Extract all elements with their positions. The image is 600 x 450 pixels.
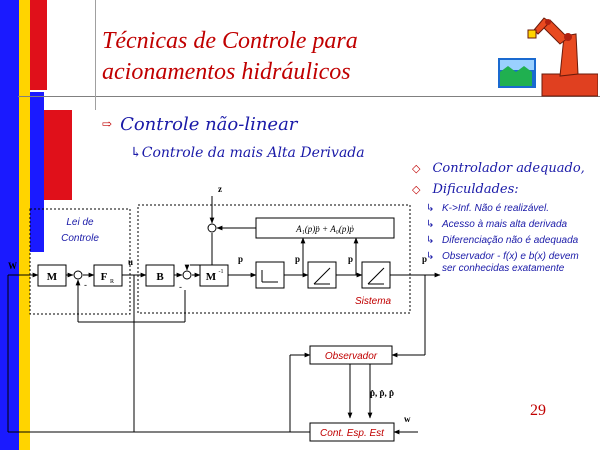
cont-esp-est-label: Cont. Esp. Est	[320, 428, 385, 439]
list-subitem: ↳Observador - f(x) e b(x) devem ser conh…	[426, 251, 579, 274]
block-cont-esp-est	[309, 422, 395, 442]
decor-vertical-line	[95, 0, 96, 110]
block-fr-sub: R	[110, 279, 114, 285]
decor-red-block-2	[44, 110, 72, 200]
hook-arrow-icon: ↳	[426, 219, 435, 230]
decor-blue-bar	[0, 0, 19, 450]
list-subitem: ↳Acesso à mais alta derivada	[426, 219, 568, 230]
decor-yellow-bar	[19, 0, 30, 450]
block-observador	[309, 345, 393, 365]
block-fr-label: F	[101, 271, 108, 283]
diagram-lines	[7, 196, 441, 442]
right-bullet-list: ◇Controlador adequado, ◇Dificuldades: ↳K…	[412, 160, 598, 275]
page-number: 29	[530, 402, 546, 419]
robot-illustration	[498, 17, 598, 97]
controle-label: Controle	[61, 233, 99, 244]
signal-p-out: p	[422, 254, 427, 264]
decor-red-block	[30, 0, 47, 90]
signal-u-label: u	[128, 257, 133, 267]
hook-arrow-icon: ↳	[426, 235, 435, 246]
signal-p-dot: p	[348, 254, 353, 264]
slide-title-line2: acionamentos hidráulicos	[102, 59, 351, 85]
signal-p-dddot: p	[238, 254, 243, 264]
block-minv-sup: -1	[219, 269, 224, 275]
feedback-term-label: A₁(p)p̈ + A₀(p)ṗ	[295, 224, 354, 234]
block-minv-label: M	[206, 271, 217, 283]
decor-title-line	[18, 96, 600, 97]
bullet-main-text: Controle não-linear	[120, 114, 298, 135]
block-m	[37, 264, 67, 287]
hook-arrow-icon: ↳	[426, 203, 435, 214]
diamond-bullet-icon: ◇	[412, 183, 421, 196]
sistema-label: Sistema	[355, 296, 392, 307]
bullet-main: ⇨ Controle não-linear	[102, 114, 297, 135]
list-subitem: ↳Diferenciação não é adequada	[426, 235, 579, 246]
signal-p-ddot: p	[295, 254, 300, 264]
list-item: ◇Dificuldades:	[412, 182, 519, 197]
slide-title-line1: Técnicas de Controle para	[102, 28, 358, 54]
block-feedback-term	[255, 217, 395, 239]
estimates-label: p̂, p̂, p̂	[370, 388, 394, 398]
signal-z-label: z	[218, 184, 222, 194]
arrow-bullet-icon: ⇨	[102, 117, 113, 131]
lei-de-label: Lei de	[66, 217, 94, 228]
minus-sign-1: -	[84, 280, 87, 290]
block-b-label: B	[156, 271, 164, 283]
sum-junction-2	[182, 270, 192, 280]
list-item: ◇Controlador adequado,	[412, 161, 585, 176]
bullet-sub: ↳Controle da mais Alta Derivada	[130, 145, 365, 161]
minus-sign-2: -	[179, 282, 182, 292]
signal-W-label: W	[8, 261, 17, 271]
list-subitem: ↳K->Inf. Não é realizável.	[426, 203, 549, 214]
signal-w-label: w	[404, 414, 411, 424]
block-b	[145, 264, 175, 287]
block-minv	[199, 264, 229, 287]
block-m-label: M	[47, 271, 58, 283]
bullet-sub-text: Controle da mais Alta Derivada	[141, 145, 365, 161]
slide-title: Técnicas de Controle para acionamentos h…	[102, 26, 358, 88]
sum-junction-3	[207, 223, 217, 233]
sistema-region	[137, 204, 411, 314]
hook-arrow-icon: ↳	[426, 251, 435, 262]
diamond-bullet-icon: ◇	[412, 162, 421, 175]
sum-junction-1	[73, 270, 83, 280]
hook-arrow-icon: ↳	[130, 145, 142, 161]
block-integrator-3	[361, 261, 391, 289]
decor-blue-block	[30, 92, 44, 252]
observador-label: Observador	[325, 351, 378, 362]
block-integrator-1	[255, 261, 285, 289]
lei-controle-region	[29, 208, 131, 315]
block-fr	[93, 264, 123, 287]
